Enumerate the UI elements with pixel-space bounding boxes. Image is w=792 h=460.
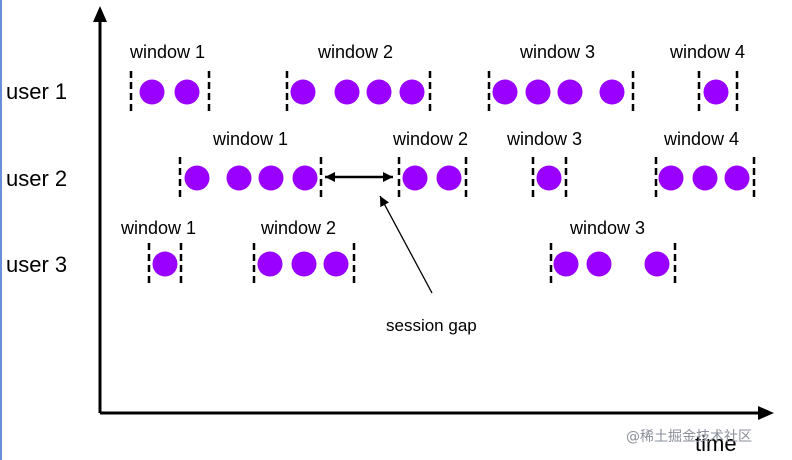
event-dot xyxy=(658,165,684,191)
event-dot xyxy=(366,79,392,105)
user-2-window-1 xyxy=(178,157,323,198)
event-dot xyxy=(292,165,318,191)
user-2-window-4-label: window 4 xyxy=(663,129,739,149)
event-dot xyxy=(174,79,200,105)
session-gap-pointer-arrow xyxy=(379,195,433,294)
user-1-window-2-label: window 2 xyxy=(317,42,393,62)
user-3-window-1 xyxy=(147,243,183,285)
event-dot xyxy=(323,251,349,277)
event-dot xyxy=(703,79,729,105)
event-dot xyxy=(258,165,284,191)
user-2-window-3-label: window 3 xyxy=(506,129,582,149)
windows-layer xyxy=(129,71,756,285)
user-1-window-2 xyxy=(285,71,432,112)
event-dot xyxy=(557,79,583,105)
event-dot xyxy=(492,79,518,105)
event-dot xyxy=(436,165,462,191)
user-3-window-3-label: window 3 xyxy=(569,218,645,238)
user-3-label: user 3 xyxy=(6,252,67,277)
user-2-window-1-label: window 1 xyxy=(212,129,288,149)
user-2-window-3 xyxy=(531,157,568,198)
event-dot xyxy=(724,165,750,191)
x-axis-label: time xyxy=(695,431,737,456)
event-dot xyxy=(290,79,316,105)
event-dot xyxy=(399,79,425,105)
user-1-window-1-label: window 1 xyxy=(129,42,205,62)
event-dot xyxy=(291,251,317,277)
event-dot xyxy=(139,79,165,105)
event-dot xyxy=(402,165,428,191)
event-dot xyxy=(553,251,579,277)
user-1-window-3 xyxy=(487,71,635,112)
event-dot xyxy=(599,79,625,105)
user-1-window-3-label: window 3 xyxy=(519,42,595,62)
event-dot xyxy=(257,251,283,277)
user-2-window-2-label: window 2 xyxy=(392,129,468,149)
x-axis-arrowhead xyxy=(758,406,774,420)
user-1-window-4 xyxy=(697,71,739,112)
y-axis-arrowhead xyxy=(93,6,107,22)
event-dot xyxy=(692,165,718,191)
event-dot xyxy=(226,165,252,191)
user-2-window-4 xyxy=(654,157,756,198)
session-gap-label: session gap xyxy=(386,316,477,335)
user-2-window-2 xyxy=(397,157,468,198)
user-1-window-4-label: window 4 xyxy=(669,42,745,62)
event-dot xyxy=(586,251,612,277)
frame-edge xyxy=(0,0,2,460)
event-dot xyxy=(334,79,360,105)
user-3-window-3 xyxy=(549,243,677,285)
user-3-window-2 xyxy=(252,243,356,285)
user-3-window-2-label: window 2 xyxy=(260,218,336,238)
watermark: @稀土掘金技术社区 xyxy=(626,429,752,445)
event-dot xyxy=(184,165,210,191)
user-1-window-1 xyxy=(129,71,211,112)
user-3-window-1-label: window 1 xyxy=(120,218,196,238)
event-dot xyxy=(152,251,178,277)
event-dot xyxy=(644,251,670,277)
user-2-label: user 2 xyxy=(6,166,67,191)
event-dot xyxy=(536,165,562,191)
user-1-label: user 1 xyxy=(6,79,67,104)
event-dot xyxy=(525,79,551,105)
